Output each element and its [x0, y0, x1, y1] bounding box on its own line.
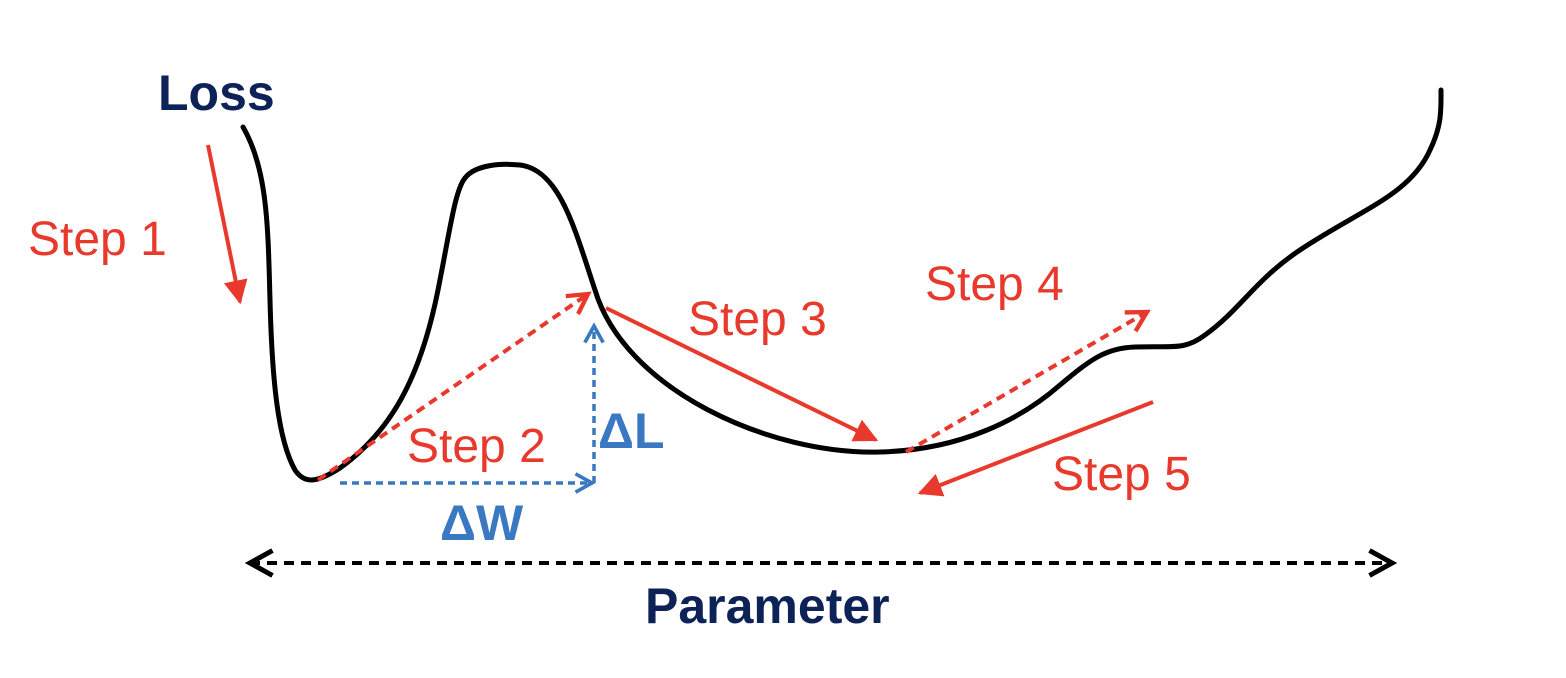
delta-w-label: ΔW [440, 495, 524, 551]
step1-label: Step 1 [28, 213, 167, 266]
parameter-axis-label: Parameter [645, 578, 890, 634]
step5-label: Step 5 [1052, 448, 1191, 501]
loss-curve [240, 87, 1444, 483]
step1-arrow [206, 144, 248, 305]
step4-label: Step 4 [925, 258, 1064, 311]
loss-axis-label: Loss [158, 65, 275, 121]
step3-label: Step 3 [688, 293, 827, 346]
step2-label: Step 2 [407, 420, 546, 473]
step5-arrow [917, 400, 1154, 497]
delta-l-label: ΔL [598, 403, 664, 459]
step2-arrow [316, 294, 588, 482]
step3-arrow [605, 306, 879, 442]
step4-arrow [904, 312, 1147, 454]
